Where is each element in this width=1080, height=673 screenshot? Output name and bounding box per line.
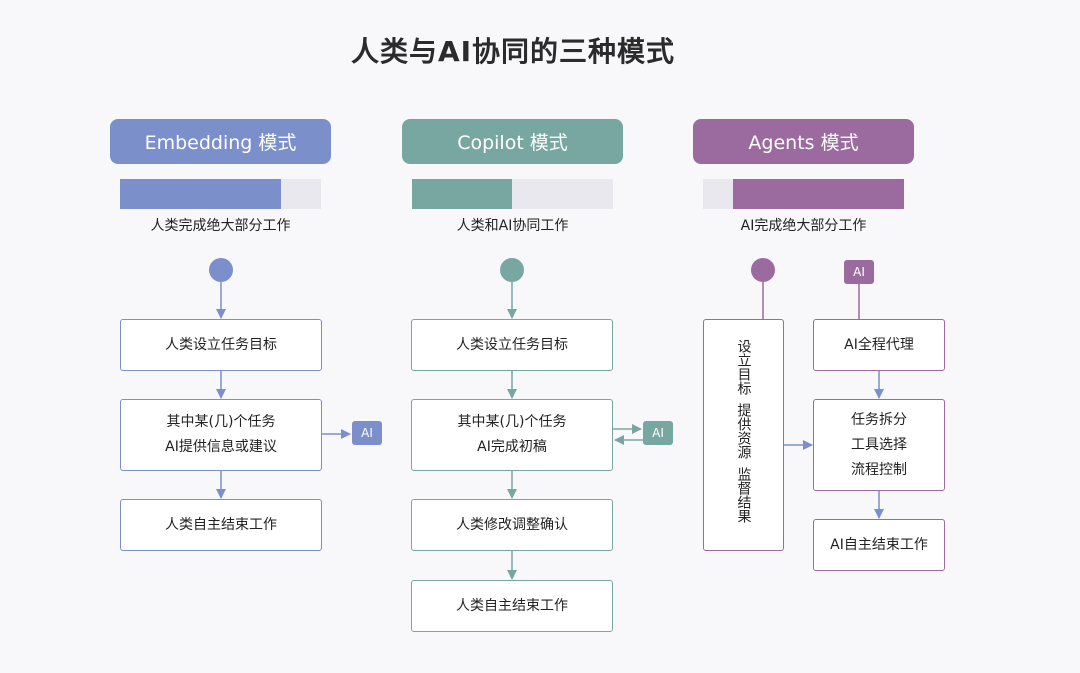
agents-step-2: 任务拆分 工具选择 流程控制 bbox=[813, 399, 945, 491]
copilot-header: Copilot 模式 bbox=[402, 119, 623, 164]
copilot-step-4: 人类自主结束工作 bbox=[411, 580, 613, 632]
agents-step-1: AI全程代理 bbox=[813, 319, 945, 371]
embedding-start-node bbox=[209, 258, 233, 282]
copilot-step-3: 人类修改调整确认 bbox=[411, 499, 613, 551]
agents-step-3: AI自主结束工作 bbox=[813, 519, 945, 571]
diagram-title: 人类与AI协同的三种模式 bbox=[350, 35, 676, 68]
copilot-step-2-line-2: AI完成初稿 bbox=[477, 439, 547, 455]
copilot-header-label: Copilot 模式 bbox=[457, 132, 568, 154]
agents-human-column: 设立目标提供资源监督结果 bbox=[703, 319, 784, 551]
embedding-header: Embedding 模式 bbox=[110, 119, 331, 164]
embedding-step-3: 人类自主结束工作 bbox=[120, 499, 322, 551]
embedding-ai-tag: AI bbox=[352, 421, 382, 445]
agents-step-2-line-2: 工具选择 bbox=[851, 436, 907, 453]
copilot-step-4-line-1: 人类自主结束工作 bbox=[456, 597, 568, 614]
agents-share-bar bbox=[703, 179, 904, 209]
embedding-header-label: Embedding 模式 bbox=[144, 132, 297, 154]
agents-human-role-3: 监督结果 bbox=[735, 467, 752, 523]
copilot-step-1-line-1: 人类设立任务目标 bbox=[456, 336, 568, 353]
embedding-caption: 人类完成绝大部分工作 bbox=[150, 218, 291, 234]
copilot-share-bar bbox=[412, 179, 613, 209]
agents-step-1-line-1: AI全程代理 bbox=[844, 336, 914, 353]
agents-step-2-line-1: 任务拆分 bbox=[851, 411, 907, 428]
agents-step-2-line-3: 流程控制 bbox=[851, 461, 907, 478]
agents-human-role-1: 设立目标 bbox=[735, 339, 752, 395]
agents-ai-share bbox=[733, 179, 904, 209]
embedding-step-2-line-1: 其中某(几)个任务 bbox=[166, 414, 276, 430]
embedding-share-bar bbox=[120, 179, 321, 209]
agents-ai-tag: AI bbox=[844, 260, 874, 284]
copilot-step-1: 人类设立任务目标 bbox=[411, 319, 613, 371]
agents-header-label: Agents 模式 bbox=[748, 132, 859, 154]
copilot-step-2-line-1: 其中某(几)个任务 bbox=[457, 414, 567, 430]
copilot-step-3-line-1: 人类修改调整确认 bbox=[456, 516, 568, 533]
agents-human-role-2: 提供资源 bbox=[735, 403, 752, 459]
copilot-step-2: 其中某(几)个任务 AI完成初稿 bbox=[411, 399, 613, 471]
copilot-human-share bbox=[412, 179, 512, 209]
agents-step-3-line-1: AI自主结束工作 bbox=[830, 536, 928, 553]
agents-header: Agents 模式 bbox=[693, 119, 914, 164]
embedding-step-2: 其中某(几)个任务 AI提供信息或建议 bbox=[120, 399, 322, 471]
agents-start-node bbox=[751, 258, 775, 282]
embedding-human-share bbox=[120, 179, 281, 209]
copilot-ai-tag: AI bbox=[643, 421, 673, 445]
agents-human-column-text: 设立目标提供资源监督结果 bbox=[735, 339, 753, 531]
embedding-step-3-line-1: 人类自主结束工作 bbox=[165, 516, 277, 533]
agents-caption: AI完成绝大部分工作 bbox=[740, 218, 867, 234]
embedding-step-2-line-2: AI提供信息或建议 bbox=[165, 439, 277, 455]
embedding-step-1-line-1: 人类设立任务目标 bbox=[165, 336, 277, 353]
embedding-step-1: 人类设立任务目标 bbox=[120, 319, 322, 371]
copilot-caption: 人类和AI协同工作 bbox=[456, 218, 569, 234]
copilot-start-node bbox=[500, 258, 524, 282]
